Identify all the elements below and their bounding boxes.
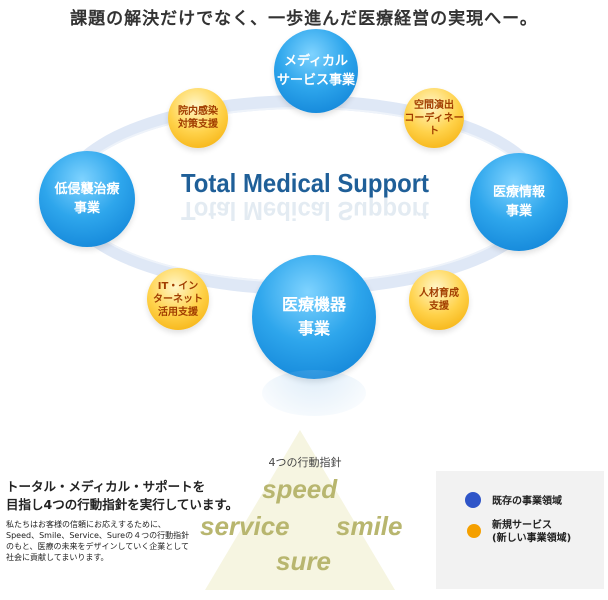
circle-label: コーディネート [404,112,464,137]
circle-label: 医療情報 [492,185,545,200]
circle-low-invasive: 低侵襲治療事業 [39,151,135,247]
circle-label: IT・イン [157,280,199,292]
circle-label: 事業 [505,204,532,219]
circle-space-coordinate: 空間演出コーディネート [404,88,464,148]
legend: 既存の事業領域 新規サービス (新しい事業領域) [436,471,604,589]
circle-label: 空間演出 [414,99,454,111]
guideline-service: service [200,511,290,541]
circle-label: 対策支援 [178,119,218,130]
guidelines-pyramid [205,430,395,590]
intro-line-1: トータル・メディカル・サポートを [6,479,206,494]
circle-label: 活用支援 [158,306,198,318]
legend-new-label: 新規サービス (新しい事業領域) [492,519,571,545]
intro-line-2: 目指し4つの行動指針を実行しています。 [6,497,239,512]
circle-label: 事業 [73,201,100,216]
circle-medical-service: メディカルサービス事業 [274,29,358,113]
headline: 課題の解決だけでなく、一歩進んだ医療経営の実現へー。 [70,9,538,29]
circle-label: 院内感染 [178,106,218,117]
circle-label: 事業 [297,319,330,338]
legend-new-line-1: 新規サービス [492,520,552,531]
intro-body: 私たちはお客様の信頼にお応えするために、Speed、Smile、Service、… [6,520,190,562]
center-title-reflection: Total Medical Support [180,196,430,226]
circle-infection-control: 院内感染対策支援 [168,88,228,148]
circle-hr-development: 人材育成支援 [409,270,469,330]
legend-new-dot [467,524,481,538]
guideline-speed: speed [262,474,338,504]
guidelines-title: 4つの行動指針 [268,456,342,469]
circle-medical-info: 医療情報事業 [470,153,568,251]
circle-label: サービス事業 [276,73,355,88]
circle-label: 低侵襲治療 [54,182,120,197]
circle-label: 医療機器 [281,295,346,314]
guideline-sure: sure [276,546,331,576]
circle-label: ターネット [153,293,203,305]
circle-reflection [262,370,366,416]
center-title: Total Medical Support [180,168,430,198]
circle-label: 支援 [429,301,449,312]
guideline-smile: smile [336,511,403,541]
legend-new-line-2: (新しい事業領域) [492,533,572,544]
circle-it-internet: IT・インターネット活用支援 [147,268,209,330]
circle-label: メディカル [283,54,349,69]
circle-medical-device: 医療機器事業 [252,255,376,379]
legend-existing-dot [465,492,481,508]
legend-existing-label: 既存の事業領域 [492,496,562,507]
circle-label: 人材育成 [419,288,459,299]
intro-heading: トータル・メディカル・サポートを 目指し4つの行動指針を実行しています。 [6,478,266,514]
